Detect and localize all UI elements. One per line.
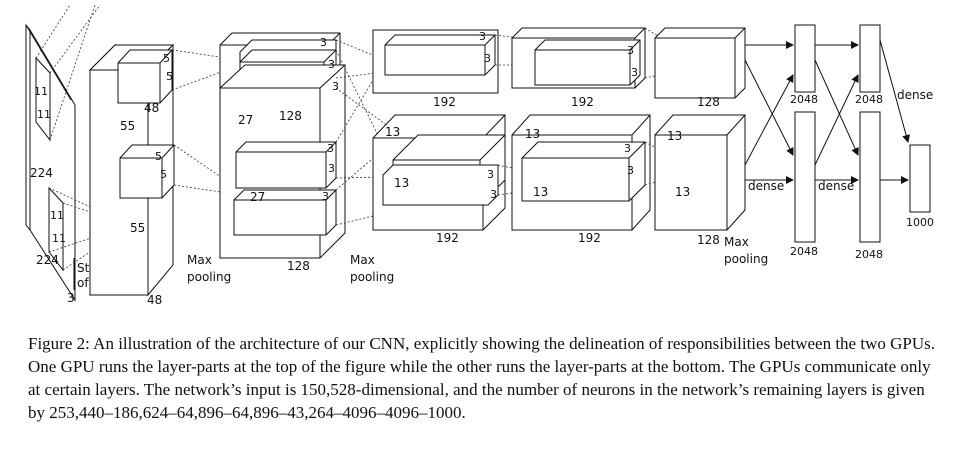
conv2-kernel-label-6: 3 bbox=[322, 190, 329, 203]
conv2-kernel-label-4: 3 bbox=[327, 142, 334, 155]
fc6-bottom-block bbox=[794, 111, 816, 243]
dense-label-1: dense bbox=[748, 179, 784, 193]
conv5-size-a-label: 13 bbox=[667, 129, 682, 143]
conv5-depth-bottom-label: 128 bbox=[697, 233, 720, 247]
input-kernel-c-label: 11 bbox=[50, 209, 64, 222]
fc6-bottom-label: 2048 bbox=[790, 245, 818, 258]
fc6-top-block bbox=[794, 24, 816, 93]
conv1-size-bottom-label: 55 bbox=[130, 221, 145, 235]
output-block bbox=[909, 144, 931, 213]
cnn-architecture-diagram: 11 11 11 11 224 224 3 Stride of 4 bbox=[25, 4, 934, 307]
fc7-bottom-label: 2048 bbox=[855, 248, 883, 261]
input-kernel-b-label: 11 bbox=[37, 108, 51, 121]
fc7-top-label: 2048 bbox=[855, 93, 883, 106]
conv1-size-top-label: 55 bbox=[120, 119, 135, 133]
conv1-kernel-bottom-b: 5 bbox=[160, 168, 167, 181]
conv4-top-kernel bbox=[534, 39, 641, 86]
conv2-layer: 3 3 3 3 3 3 128 27 27 128 Max pooling bbox=[187, 32, 346, 284]
figure-caption-text: An illustration of the architecture of o… bbox=[28, 334, 935, 422]
conv1-kernel-bottom-a: 5 bbox=[155, 150, 162, 163]
conv2-size-inner-label: 27 bbox=[250, 190, 265, 204]
conv2-size-label: 27 bbox=[238, 113, 253, 127]
conv1-kernel-top-a: 5 bbox=[163, 52, 170, 65]
conv4-depth-bottom-label: 192 bbox=[578, 231, 601, 245]
conv4-kernel-label-3: 3 bbox=[624, 142, 631, 155]
conv3-kernel-label-4: 3 bbox=[490, 188, 497, 201]
conv2-kernel-label-2: 3 bbox=[328, 58, 335, 71]
conv1-depth-top-label: 48 bbox=[144, 101, 159, 115]
conv3-kernel-label-3: 3 bbox=[487, 168, 494, 181]
conv4-size-b-label: 13 bbox=[533, 185, 548, 199]
output-label: 1000 bbox=[906, 216, 934, 229]
fc7-top-block bbox=[859, 24, 881, 93]
input-kernel-a-label: 11 bbox=[34, 85, 48, 98]
conv3-depth-bottom-label: 192 bbox=[436, 231, 459, 245]
conv1-depth-bottom-label: 48 bbox=[147, 293, 162, 307]
dense-label-2: dense bbox=[818, 179, 854, 193]
conv5-size-b-label: 13 bbox=[675, 185, 690, 199]
conv2-bottom-kernel-a bbox=[235, 141, 337, 189]
input-height-label: 224 bbox=[30, 166, 53, 180]
conv3-depth-top-label: 192 bbox=[433, 95, 456, 109]
fully-connected-layers: dense dense dense 2048 2048 2048 2048 10… bbox=[744, 24, 934, 261]
conv5-top-volume bbox=[654, 27, 746, 99]
conv2-depth-top-label: 128 bbox=[279, 109, 302, 123]
conv5-layer: 13 13 128 128 Max pooling bbox=[654, 27, 768, 266]
conv1-kernel-top-b: 5 bbox=[166, 70, 173, 83]
pool2-label-line1: Max bbox=[350, 253, 375, 267]
conv4-size-a-label: 13 bbox=[525, 127, 540, 141]
conv3-layer: 3 3 3 3 13 13 192 192 Max pooling bbox=[350, 29, 506, 284]
conv2-kernel-label-1: 3 bbox=[320, 36, 327, 49]
conv2-depth-bottom-label: 128 bbox=[287, 259, 310, 273]
conv4-depth-top-label: 192 bbox=[571, 95, 594, 109]
conv4-kernel-label-4: 3 bbox=[627, 164, 634, 177]
input-width-label: 224 bbox=[36, 253, 59, 267]
figure-caption: Figure 2: An illustration of the archite… bbox=[28, 332, 943, 424]
conv5-bottom-volume bbox=[654, 114, 746, 231]
conv4-layer: 3 3 3 3 13 13 192 192 bbox=[511, 27, 651, 245]
conv4-kernel-label-2: 3 bbox=[631, 66, 638, 79]
pool1-label-line1: Max bbox=[187, 253, 212, 267]
pool3-label-line2: pooling bbox=[724, 252, 768, 266]
conv4-kernel-label-1: 3 bbox=[627, 44, 634, 57]
conv3-kernel-label-1: 3 bbox=[479, 30, 486, 43]
conv2-kernel-label-3: 3 bbox=[332, 80, 339, 93]
input-kernel-d-label: 11 bbox=[52, 232, 66, 245]
fc6-top-label: 2048 bbox=[790, 93, 818, 106]
conv3-kernel-label-2: 3 bbox=[484, 52, 491, 65]
input-depth-label: 3 bbox=[67, 291, 75, 305]
figure-caption-prefix: Figure 2: bbox=[28, 334, 90, 353]
conv2-kernel-label-5: 3 bbox=[328, 162, 335, 175]
pool2-label-line2: pooling bbox=[350, 270, 394, 284]
pool1-label-line2: pooling bbox=[187, 270, 231, 284]
conv3-size-b-label: 13 bbox=[394, 176, 409, 190]
conv5-depth-top-label: 128 bbox=[697, 95, 720, 109]
fc7-bottom-block bbox=[859, 111, 881, 243]
pool3-label-line1: Max bbox=[724, 235, 749, 249]
conv3-size-a-label: 13 bbox=[385, 125, 400, 139]
conv1-layer: 5 5 5 5 48 55 55 48 bbox=[88, 43, 175, 307]
dense-label-3: dense bbox=[897, 88, 933, 102]
input-volume-side bbox=[25, 23, 31, 232]
